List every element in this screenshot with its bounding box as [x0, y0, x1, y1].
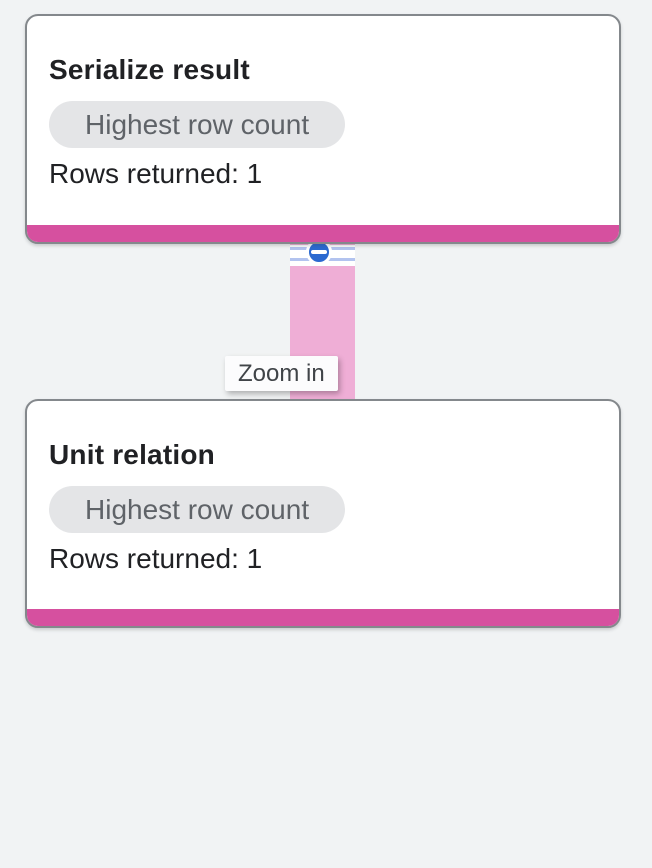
edge-collapse-control[interactable] [290, 239, 355, 266]
node-title: Unit relation [49, 439, 215, 470]
rows-returned-stat: Rows returned: 1 [49, 158, 263, 189]
highest-row-count-badge: Highest row count [49, 486, 346, 533]
node-accent-bar [27, 225, 619, 242]
plan-node-serialize-result[interactable]: Serialize result Highest row count Rows … [25, 14, 621, 244]
highest-row-count-badge: Highest row count [49, 101, 346, 148]
minus-glyph [311, 250, 327, 254]
node-title: Serialize result [49, 54, 250, 85]
zoom-in-tooltip: Zoom in [225, 356, 338, 391]
rows-returned-stat: Rows returned: 1 [49, 543, 263, 574]
plan-node-unit-relation[interactable]: Unit relation Highest row count Rows ret… [25, 399, 621, 628]
node-accent-bar [27, 609, 619, 626]
